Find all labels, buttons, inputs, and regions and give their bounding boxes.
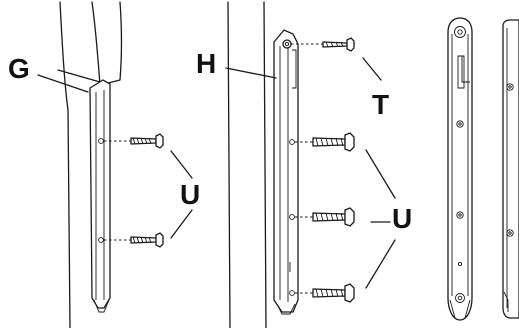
label-t: T: [372, 89, 389, 120]
leader-u1-bottom: [170, 209, 193, 239]
leader-t: [362, 57, 382, 81]
label-u1: U: [180, 179, 200, 210]
label-h: H: [196, 48, 216, 79]
middle-post: [227, 1, 267, 328]
rail-detail-front: [447, 17, 473, 321]
screw-u-g1: [104, 133, 164, 149]
rail-detail-back: [502, 19, 519, 319]
leader-g: [37, 74, 89, 93]
leader-u2-top: [365, 149, 396, 199]
left-bedpost: [57, 1, 123, 328]
label-u2: U: [392, 203, 412, 234]
screw-u-h2: [295, 207, 355, 227]
rail-h: [273, 29, 299, 315]
screw-u-g2: [104, 232, 164, 248]
leader-u2-bottom: [365, 239, 396, 289]
rail-g: [89, 79, 111, 313]
screw-u-h1: [295, 132, 355, 152]
leader-h: [225, 67, 277, 79]
label-g: G: [8, 53, 30, 84]
leader-u1-top: [170, 150, 193, 179]
screw-u-h3: [295, 283, 355, 303]
screw-t: [291, 37, 355, 52]
